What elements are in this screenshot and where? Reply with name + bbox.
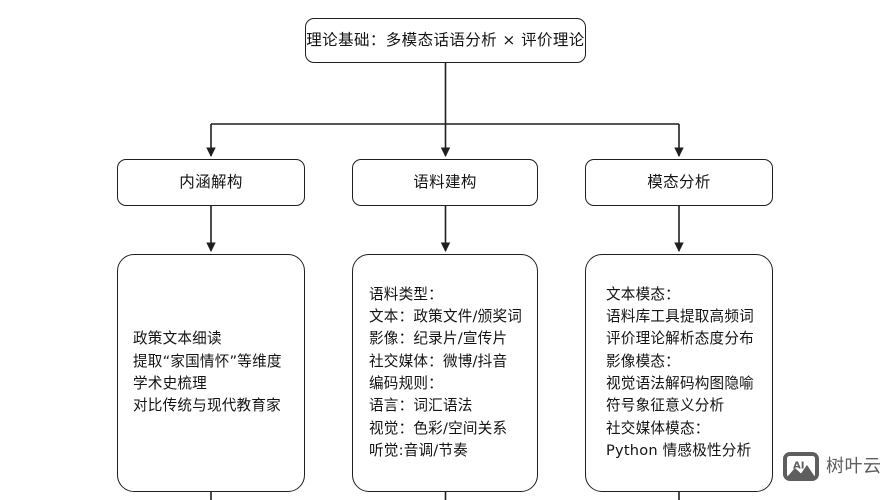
node-branch-内涵解构[interactable]: 内涵解构	[117, 159, 305, 206]
detail-2-line-5: 符号象征意义分析	[606, 397, 725, 415]
detail-2-line-6: 社交媒体模态：	[606, 419, 710, 437]
node-branch-2-label: 模态分析	[647, 172, 711, 191]
detail-1-lines: 语料类型： 文本：政策文件/颁奖词 影像：纪录片/宣传片 社交媒体：微博/抖音 …	[353, 255, 537, 491]
node-detail-语料建构[interactable]: 语料类型： 文本：政策文件/颁奖词 影像：纪录片/宣传片 社交媒体：微博/抖音 …	[352, 254, 538, 492]
detail-1-line-3: 社交媒体：微博/抖音	[369, 352, 508, 370]
detail-0-line-2: 学术史梳理	[133, 375, 207, 392]
ai-image-icon: AI	[783, 452, 819, 481]
watermark-label: 树叶云	[826, 455, 882, 477]
detail-2-line-3: 影像模态：	[606, 352, 680, 370]
node-root[interactable]: 理论基础：多模态话语分析 × 评价理论	[305, 18, 586, 63]
node-root-label: 理论基础：多模态话语分析 × 评价理论	[306, 30, 585, 49]
detail-2-line-0: 文本模态：	[606, 285, 680, 303]
detail-1-line-1: 文本：政策文件/颁奖词	[369, 308, 523, 326]
detail-2-lines: 文本模态： 语料库工具提取高频词 评价理论解析态度分布 影像模态： 视觉语法解码…	[586, 255, 772, 491]
node-detail-模态分析[interactable]: 文本模态： 语料库工具提取高频词 评价理论解析态度分布 影像模态： 视觉语法解码…	[585, 254, 773, 492]
detail-0-lines: 政策文本细读 提取“家国情怀”等维度 学术史梳理 对比传统与现代教育家	[118, 255, 304, 491]
detail-0-line-0: 政策文本细读	[133, 330, 222, 348]
detail-1-line-6: 视觉：色彩/空间关系	[369, 419, 508, 437]
detail-0-line-1: 提取“家国情怀”等维度	[133, 352, 282, 370]
detail-1-line-0: 语料类型：	[369, 285, 443, 303]
detail-1-line-5: 语言：词汇语法	[369, 397, 473, 415]
watermark: AI 树叶云	[783, 452, 882, 481]
node-branch-0-label: 内涵解构	[179, 172, 243, 191]
detail-2-line-7: Python 情感极性分析	[606, 441, 752, 459]
detail-2-line-1: 语料库工具提取高频词	[606, 308, 754, 326]
node-branch-1-label: 语料建构	[413, 172, 477, 191]
detail-2-line-4: 视觉语法解码构图隐喻	[606, 375, 754, 392]
detail-0-line-3: 对比传统与现代教育家	[133, 397, 281, 415]
detail-1-line-4: 编码规则：	[369, 375, 443, 392]
node-branch-模态分析[interactable]: 模态分析	[585, 159, 773, 206]
detail-2-line-2: 评价理论解析态度分布	[606, 330, 754, 348]
detail-1-line-2: 影像：纪录片/宣传片	[369, 330, 508, 348]
detail-1-line-7: 听觉:音调/节奏	[369, 441, 468, 459]
node-branch-语料建构[interactable]: 语料建构	[352, 159, 538, 206]
node-detail-内涵解构[interactable]: 政策文本细读 提取“家国情怀”等维度 学术史梳理 对比传统与现代教育家	[117, 254, 305, 492]
svg-text:AI: AI	[793, 461, 804, 472]
